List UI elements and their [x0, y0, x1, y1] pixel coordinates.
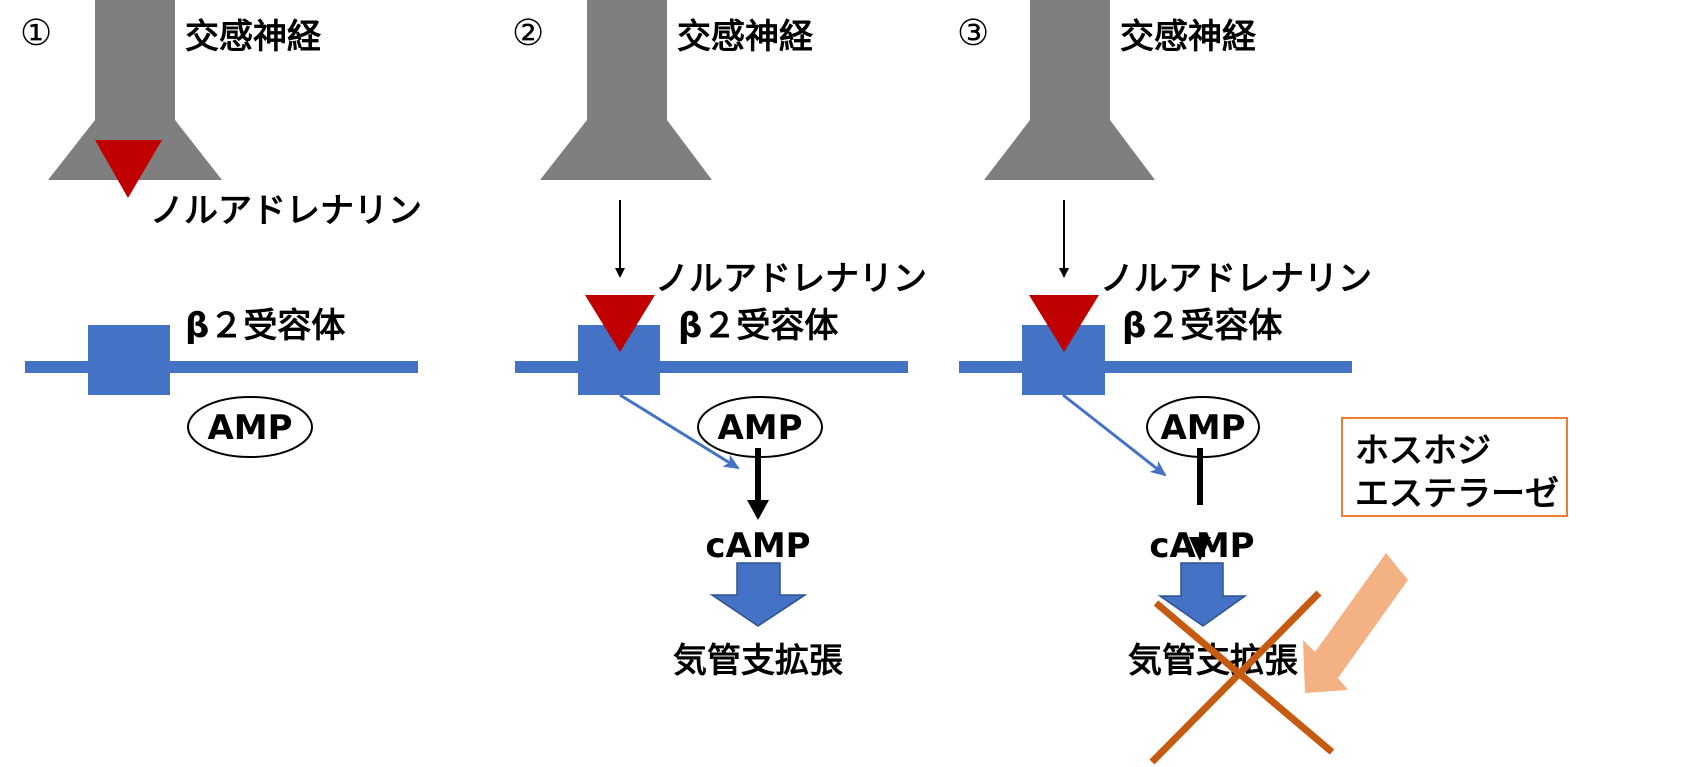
receptor-label: β２受容体 — [678, 306, 838, 346]
sympathetic-nerve-terminal — [540, 0, 712, 180]
noradrenaline-triangle — [95, 140, 162, 198]
conversion-arrow-head — [747, 500, 769, 520]
noradrenaline-triangle — [585, 295, 655, 352]
block-arrow-down — [1157, 562, 1248, 627]
sympathetic-nerve-terminal — [984, 0, 1155, 180]
activation-arrow — [619, 393, 740, 470]
cell-membrane — [515, 361, 908, 373]
panel-number: ① — [20, 13, 52, 54]
noradrenaline-label: ノルアドレナリン — [150, 191, 422, 231]
conversion-arrow-head — [1189, 537, 1211, 561]
nerve-label: 交感神経 — [677, 17, 814, 57]
effect-label: 気管支拡張 — [673, 641, 843, 681]
amp-label: AMP — [717, 408, 802, 448]
camp-label: cAMP — [705, 526, 810, 566]
amp-ellipse — [187, 396, 313, 458]
panel-1: ① 交感神経 ノルアドレナリン β２受容体 AMP — [20, 0, 422, 458]
callout-line1: ホスホジ — [1355, 431, 1491, 471]
callout-line2: エステラーゼ — [1355, 474, 1559, 514]
activation-arrow — [1062, 393, 1167, 477]
cell-membrane — [25, 361, 418, 373]
receptor-label: β２受容体 — [1122, 306, 1282, 346]
panel-3: ③ 交感神経 ノルアドレナリン β２受容体 AMP cAMP 気管支拡張 ホスホ… — [957, 0, 1568, 765]
amp-label: AMP — [207, 408, 292, 448]
inhibition-cross-line — [1149, 590, 1322, 765]
phosphodiesterase-callout — [1341, 417, 1568, 517]
inhibition-cross-line — [1153, 600, 1335, 755]
panel-number: ③ — [957, 13, 989, 54]
nerve-label: 交感神経 — [1120, 17, 1257, 57]
nerve-label: 交感神経 — [185, 17, 322, 57]
block-arrow-down — [709, 562, 808, 627]
noradrenaline-label: ノルアドレナリン — [655, 259, 927, 299]
beta2-receptor — [88, 325, 170, 395]
sympathetic-nerve-terminal — [48, 0, 222, 180]
noradrenaline-triangle — [1029, 295, 1099, 352]
amp-label: AMP — [1160, 408, 1245, 448]
inhibition-arrow — [1303, 553, 1408, 693]
noradrenaline-label: ノルアドレナリン — [1100, 259, 1372, 299]
panel-number: ② — [512, 13, 544, 54]
receptor-label: β２受容体 — [185, 306, 345, 346]
camp-label: cAMP — [1149, 526, 1254, 566]
panel-2: ② 交感神経 ノルアドレナリン β２受容体 AMP cAMP 気管支拡張 — [512, 0, 927, 681]
cell-membrane — [959, 361, 1352, 373]
